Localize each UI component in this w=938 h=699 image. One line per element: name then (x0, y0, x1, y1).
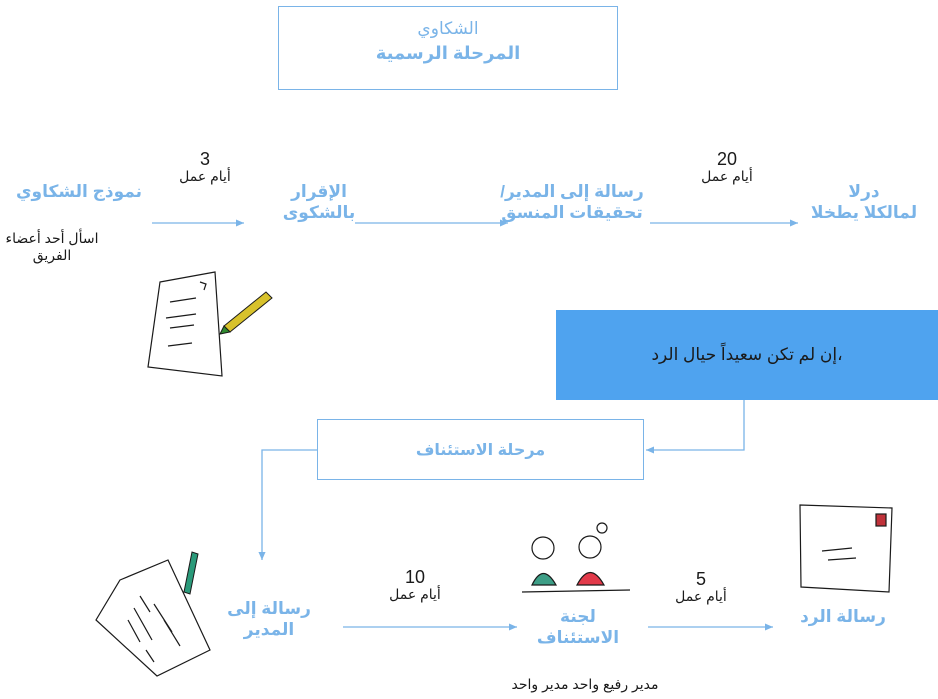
step-plan-line2: لمالكلا يطخلا (810, 203, 918, 222)
note-committee-members: مدير رفيع واحد مدير واحد (511, 676, 659, 692)
step-letter-manager-line2: المدير (243, 620, 295, 639)
step-letter-coordinator: رسالة إلى المدير/ تحقيقات المنسق (488, 181, 656, 223)
document-pencil-illustration (147, 271, 223, 377)
step-letter-line2: تحقيقات المنسق (501, 203, 643, 222)
step-written-plan: درلا لمالكلا يطخلا (794, 181, 934, 223)
step-acknowledge-line1: الإقرار (291, 182, 347, 201)
pencil-icon-1 (219, 291, 273, 335)
step-complaint-form: نموذج الشكاوي (15, 182, 143, 201)
title-formal-stage: المرحلة الرسمية (375, 43, 521, 63)
duration-5-label: أيام عمل (675, 588, 727, 604)
duration-5-days: 5 أيام عمل (668, 570, 734, 604)
step-appeal-committee: لجنة الاستئناف (516, 606, 640, 648)
duration-10-label: أيام عمل (389, 586, 441, 602)
step-letter-line1: رسالة إلى المدير/ (500, 182, 644, 201)
step-plan-line1: درلا (848, 182, 880, 201)
step-acknowledge-line2: بالشكوى (282, 203, 356, 222)
step-committee-line2: الاستئناف (536, 628, 620, 647)
duration-3-label: أيام عمل (179, 168, 231, 184)
callout-not-happy: ،إن لم تكن سعيداً حيال الرد (556, 310, 938, 400)
duration-5-number: 5 (695, 569, 706, 589)
step-committee-line1: لجنة (560, 607, 596, 626)
arrow-callout-to-appeal (646, 400, 745, 454)
note-ask-team: اسأل أحد أعضاء الفريق (5, 230, 99, 263)
step-letter-manager-line1: رسالة إلى (227, 599, 311, 618)
duration-10-number: 10 (404, 567, 426, 587)
duration-10-days: 10 أيام عمل (382, 568, 448, 602)
duration-3-number: 3 (199, 149, 210, 169)
title-complaints: الشكاوي (417, 19, 479, 38)
pen-icon-2 (183, 551, 199, 595)
step-reply-letter: رسالة الرد (800, 607, 886, 626)
committee-people-illustration (521, 522, 631, 593)
title-box: الشكاوي المرحلة الرسمية (278, 6, 618, 90)
duration-3-days: 3 أيام عمل (178, 150, 232, 184)
duration-20-days: 20 أيام عمل (694, 150, 760, 184)
letter-pen-illustration (95, 559, 211, 677)
arrow-appeal-to-letter (258, 449, 317, 560)
envelope-illustration (799, 504, 893, 593)
duration-20-label: أيام عمل (701, 168, 753, 184)
appeal-stage-box: مرحلة الاستئناف (317, 419, 644, 480)
step-letter-to-manager: رسالة إلى المدير (206, 598, 332, 640)
step-acknowledge: الإقرار بالشكوى (276, 181, 362, 223)
duration-20-number: 20 (716, 149, 738, 169)
